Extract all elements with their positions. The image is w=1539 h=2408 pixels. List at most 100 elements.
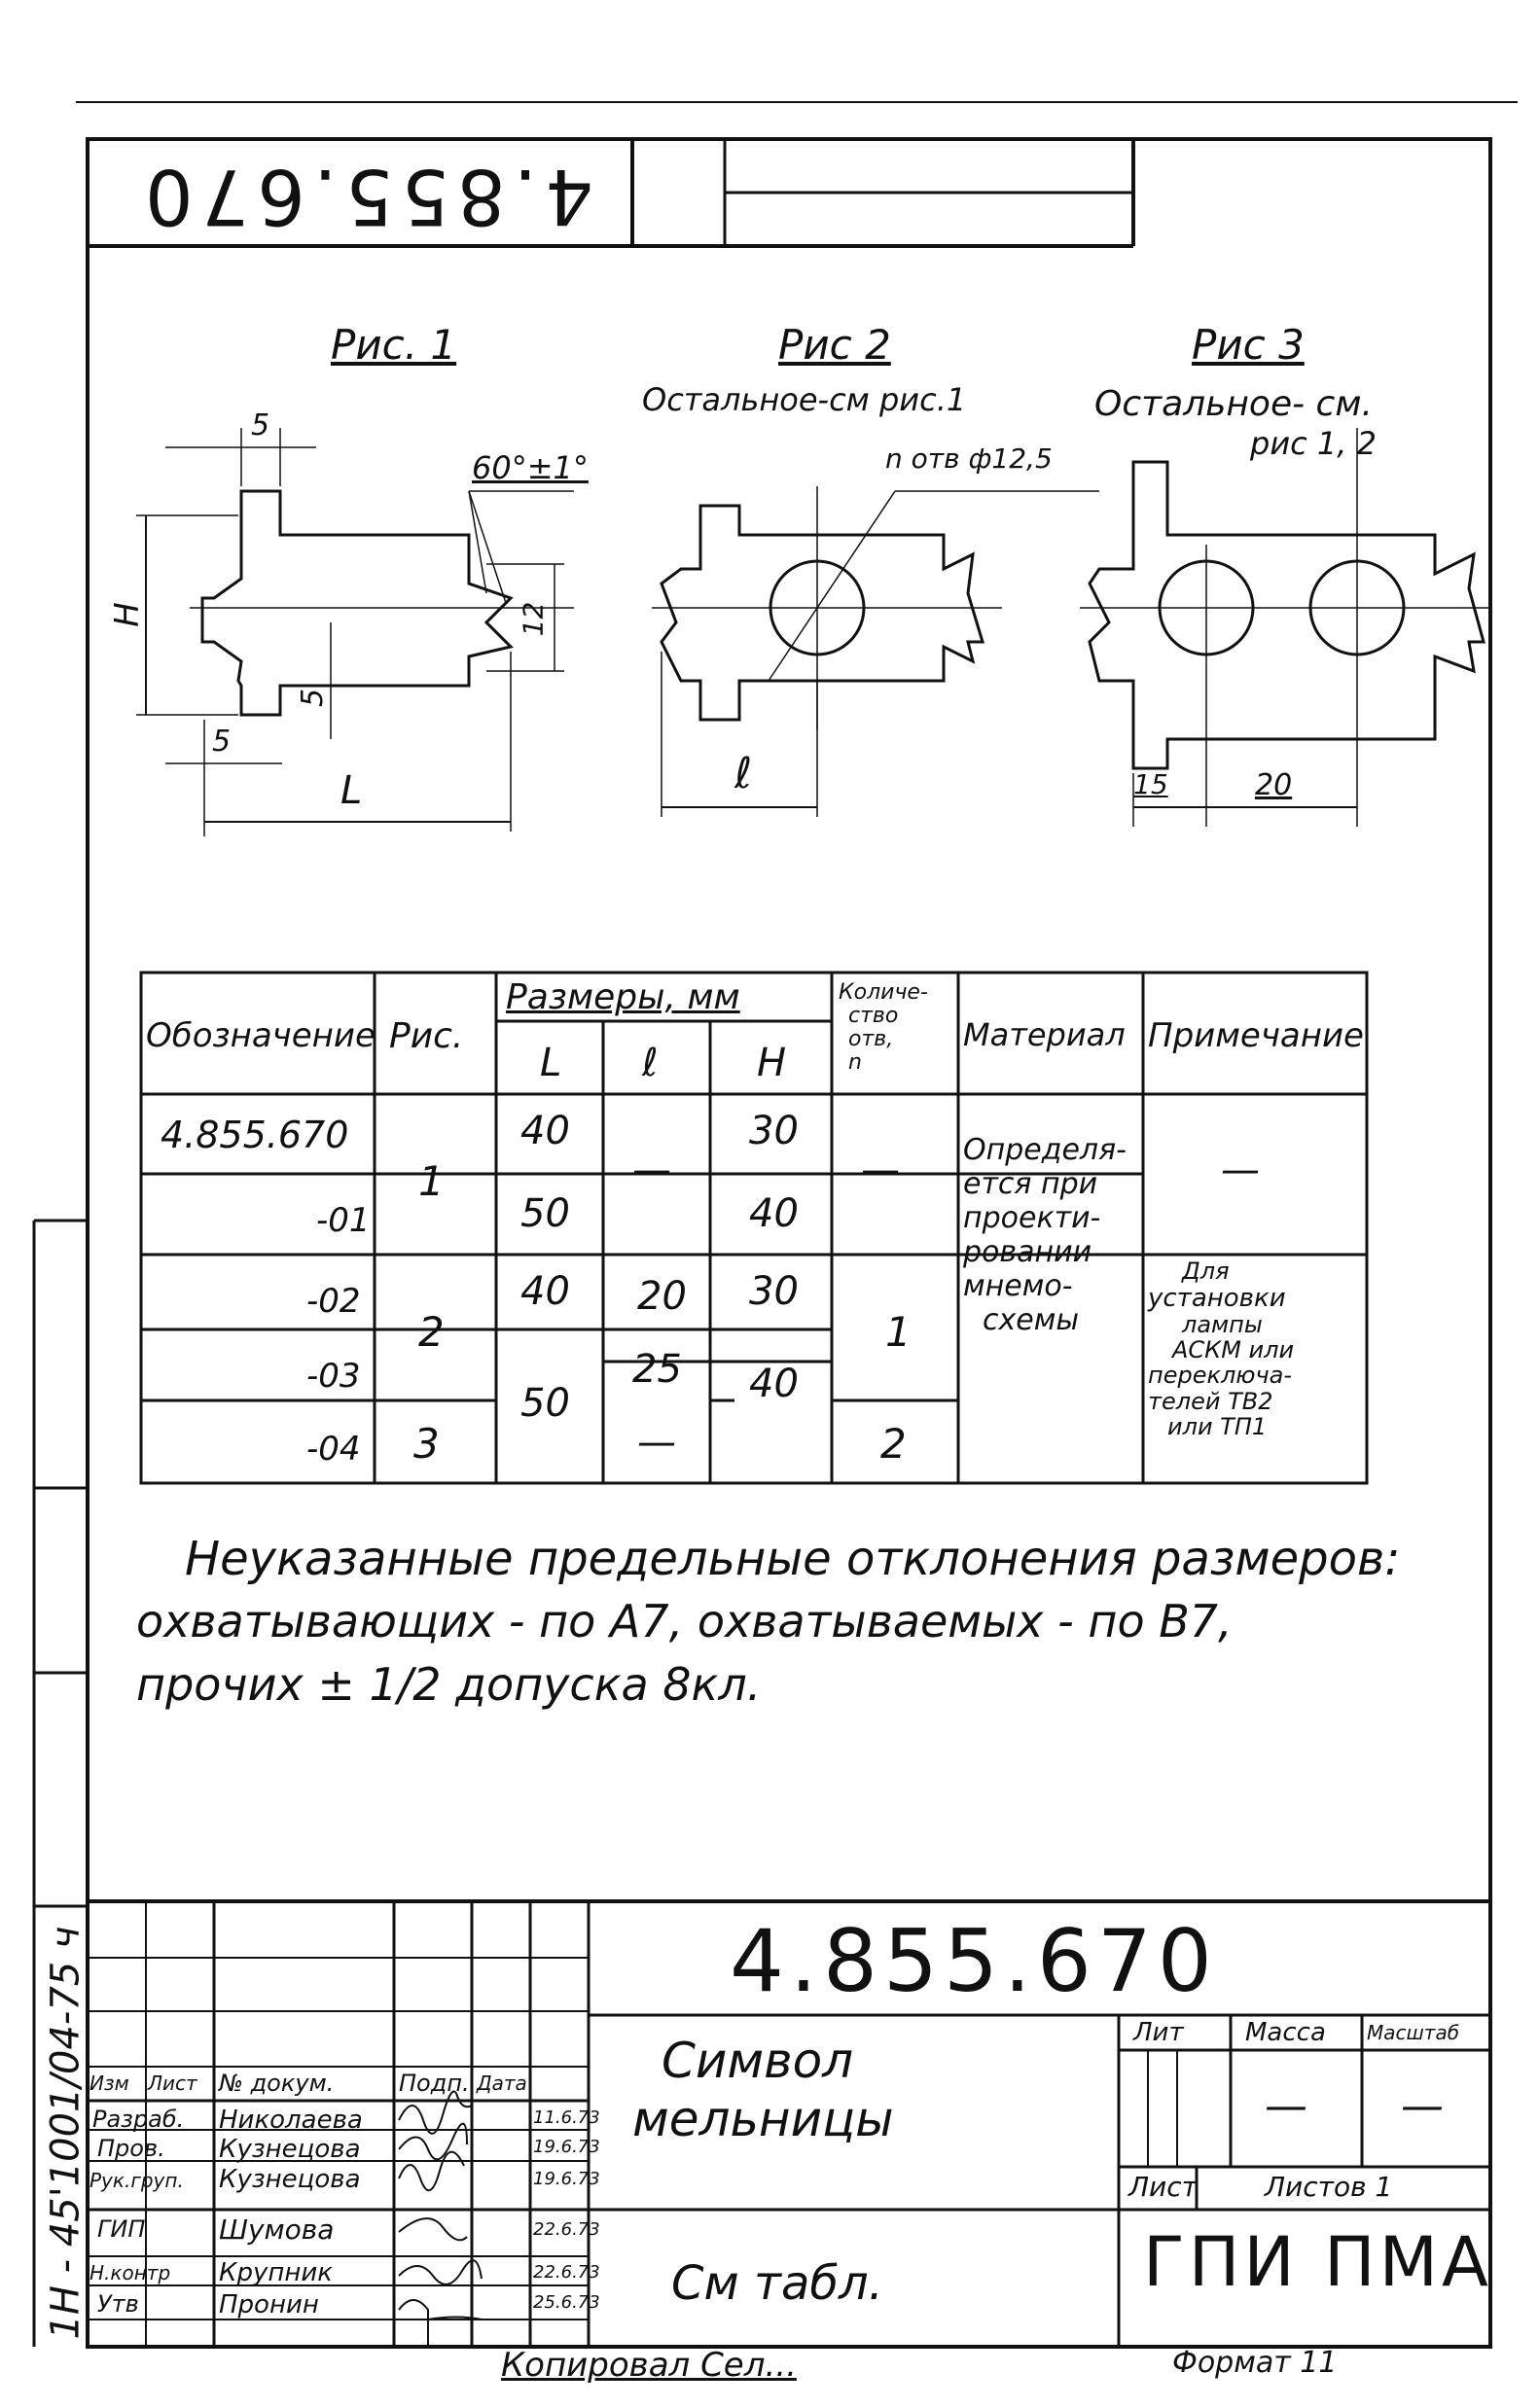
table-note-dash: — (1221, 1148, 1260, 1192)
table-qty-group2: 1 (885, 1308, 912, 1356)
table-fig-group3: 3 (413, 1420, 440, 1468)
figure-1-dim-12: 12 (517, 601, 550, 637)
figure-3-dim-15: 15 (1133, 768, 1168, 800)
figure-2-dim-l: ℓ (734, 749, 753, 798)
table-header-note: Примечание (1148, 1016, 1364, 1055)
title-date-1: 11.6.73 (533, 2107, 600, 2128)
table-header-L: L (540, 1041, 562, 1085)
title-name-6: Пронин (219, 2290, 319, 2319)
title-role-4: ГИП (97, 2215, 146, 2243)
title-date-5: 22.6.73 (533, 2262, 600, 2283)
tolerance-note-line3: прочих ± 1/2 допуска 8кл. (136, 1658, 762, 1711)
title-role-6: Утв (97, 2290, 139, 2318)
title-col-header-sign: Подп. (399, 2070, 470, 2097)
title-mass-label: Масса (1245, 2018, 1326, 2047)
table-note-7: или ТП1 (1167, 1413, 1268, 1440)
table-material-5: мнемо- (963, 1269, 1073, 1303)
table-header-fig: Рис. (389, 1016, 464, 1056)
title-block-grid (88, 1899, 1490, 2347)
signatures (398, 2090, 483, 2349)
title-col-header-doc: № докум. (219, 2070, 335, 2097)
figure-1-drawing (136, 428, 574, 836)
table-row-3-l: 20 (637, 1274, 687, 1319)
title-col-header-izm: Изм (89, 2072, 129, 2095)
figure-1-dim-5-top: 5 (251, 408, 270, 443)
figure-3-note-line1: Остальное- см. (1094, 384, 1373, 424)
table-fig-group2: 2 (418, 1308, 445, 1356)
table-row-5-designation: -04 (306, 1430, 361, 1469)
title-lit-label: Лит (1133, 2018, 1184, 2047)
table-material-3: проекти- (963, 1201, 1101, 1235)
tolerance-note-line1: Неуказанные предельные отклонения размер… (185, 1532, 1401, 1586)
title-role-3: Рук.груп. (89, 2169, 184, 2192)
table-header-qty-3: отв, (848, 1027, 894, 1051)
title-col-header-list: Лист (148, 2072, 197, 2095)
table-note-2: установки (1148, 1284, 1286, 1313)
table-note-4: АСКМ или (1172, 1336, 1295, 1363)
table-row-3-L: 40 (520, 1269, 570, 1314)
table-L-50-merged: 50 (520, 1381, 570, 1426)
title-block-org: ГПИ ПМА (1143, 2222, 1492, 2302)
figure-1-title: Рис. 1 (331, 321, 457, 369)
table-row-1-L: 40 (520, 1109, 570, 1153)
table-row-1-designation: 4.855.670 (161, 1114, 349, 1156)
table-material-1: Определя- (963, 1133, 1127, 1167)
title-scale-value: — (1401, 2081, 1444, 2131)
table-material-6: схемы (983, 1303, 1080, 1337)
table-row-4-designation: -03 (306, 1357, 361, 1396)
table-header-H: H (757, 1041, 787, 1085)
spec-table-grid (139, 971, 1369, 1485)
table-note-1: Для (1182, 1257, 1230, 1285)
title-sheets-label: Листов 1 (1265, 2171, 1393, 2203)
title-role-2: Пров. (97, 2135, 165, 2162)
table-note-5: переключа- (1148, 1362, 1293, 1389)
figure-2-drawing (652, 486, 1099, 817)
table-row-5-l: — (637, 1420, 676, 1465)
figure-3-title: Рис 3 (1192, 321, 1305, 369)
figure-3-drawing (1080, 428, 1488, 827)
title-name-4: Шумова (219, 2213, 335, 2246)
title-date-2: 19.6.73 (533, 2137, 600, 2157)
figure-1-dim-5-bottom: 5 (296, 688, 331, 708)
title-col-header-date: Дата (477, 2072, 527, 2095)
title-date-6: 25.6.73 (533, 2292, 600, 2313)
table-qty-group3: 2 (880, 1420, 907, 1468)
figure-3-dim-20: 20 (1255, 768, 1293, 802)
footer-format: Формат 11 (1172, 2346, 1338, 2380)
figure-1-angle: 60°±1° (472, 449, 589, 486)
table-row-4-H: 40 (749, 1362, 799, 1406)
table-row-3-H: 30 (749, 1269, 799, 1314)
title-scale-label: Масштаб (1367, 2021, 1460, 2044)
table-material-2: ется при (963, 1167, 1098, 1201)
title-role-1: Разраб. (92, 2106, 185, 2133)
title-name-5: Крупник (219, 2258, 333, 2287)
figure-2-note: Остальное-см рис.1 (642, 381, 967, 418)
table-header-l: ℓ (642, 1041, 659, 1085)
title-sheet-label: Лист (1128, 2171, 1198, 2203)
figure-2-title: Рис 2 (778, 321, 891, 369)
table-header-material: Материал (963, 1016, 1126, 1053)
title-name-3: Кузнецова (219, 2165, 361, 2194)
title-block-name-line1: Символ (662, 2033, 854, 2089)
table-row-2-L: 50 (520, 1191, 570, 1236)
table-header-qty-4: n (848, 1050, 862, 1075)
title-date-4: 22.6.73 (533, 2219, 600, 2240)
title-block-material: См табл. (671, 2256, 883, 2311)
title-name-2: Кузнецова (219, 2135, 361, 2164)
figure-1-dim-h: H (107, 602, 147, 627)
table-row-2-designation: -01 (316, 1201, 371, 1240)
table-header-qty-2: ство (848, 1004, 899, 1028)
table-header-designation: Обозначение (146, 1016, 376, 1055)
table-note-6: телей ТВ2 (1148, 1388, 1273, 1415)
table-header-qty-1: Количе- (839, 980, 928, 1005)
table-row-4-l: 25 (632, 1347, 682, 1392)
figure-1-dim-l: L (340, 768, 363, 813)
tolerance-note-line2: охватывающих - по А7, охватываемых - по … (136, 1595, 1233, 1647)
footer-copied: Копировал Сел... (501, 2346, 797, 2385)
figure-3-note-line2: рис 1, 2 (1250, 425, 1377, 462)
title-block-name-line2: мельницы (632, 2091, 894, 2147)
table-row-1-qty: — (861, 1148, 900, 1192)
title-block-number: 4.855.670 (730, 1911, 1218, 2011)
title-mass-value: — (1265, 2081, 1307, 2131)
frame-border (86, 137, 1492, 2349)
